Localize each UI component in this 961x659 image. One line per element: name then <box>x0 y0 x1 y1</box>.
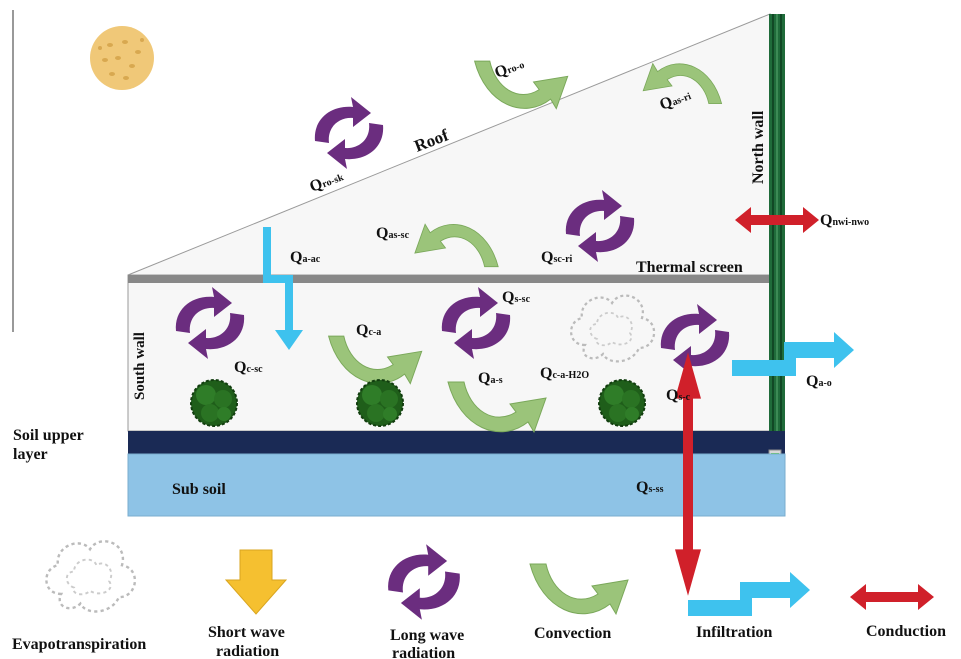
legend: Evapotranspiration Short wave radiation … <box>12 540 946 659</box>
sub-soil <box>127 453 786 517</box>
legend-infiltration-label: Infiltration <box>696 624 773 641</box>
legend-short-wave-label-2: radiation <box>216 643 279 659</box>
legend-evapotranspiration-label: Evapotranspiration <box>12 636 146 653</box>
flux-as-sc: Qas-sc <box>376 225 410 242</box>
soil-upper-layer <box>128 431 785 454</box>
flux-nwi-nwo: Qnwi-nwo <box>820 212 869 229</box>
plant-icon <box>190 379 238 427</box>
thermal-screen <box>128 275 770 283</box>
long-wave-roof-sky-icon <box>314 97 384 169</box>
flux-s-ss: Qs-ss <box>636 479 664 496</box>
legend-evapotranspiration-icon <box>45 540 137 613</box>
plant-icon <box>356 379 404 427</box>
flux-c-sc: Qc-sc <box>234 359 263 376</box>
plant-icon <box>598 379 646 427</box>
sub-soil-label: Sub soil <box>172 481 226 498</box>
north-wall-label: North wall <box>750 110 767 184</box>
flux-s-sc: Qs-sc <box>502 289 531 306</box>
flux-a-o: Qa-o <box>806 373 832 390</box>
legend-convection-icon <box>529 563 629 615</box>
flux-c-a: Qc-a <box>356 322 381 339</box>
flux-s-c: Qs-c <box>666 387 691 404</box>
soil-upper-label-1: Soil upper <box>13 427 84 444</box>
legend-long-wave-label-2: radiation <box>392 645 455 659</box>
legend-long-wave-icon <box>388 544 460 620</box>
legend-conduction-icon <box>850 584 934 610</box>
legend-long-wave-label-1: Long wave <box>390 627 464 644</box>
legend-infiltration-icon <box>688 572 810 616</box>
thermal-screen-label: Thermal screen <box>636 259 743 276</box>
legend-conduction-label: Conduction <box>866 623 946 640</box>
legend-convection-label: Convection <box>534 625 611 642</box>
legend-short-wave-icon <box>224 549 288 615</box>
sun-icon <box>90 26 154 90</box>
flux-ro-o: Qro-o <box>492 55 526 82</box>
infiltration-a-ac-icon <box>263 227 303 350</box>
south-wall-label: South wall <box>132 332 148 400</box>
flux-sc-ri: Qsc-ri <box>541 249 573 266</box>
soil-upper-label-2: layer <box>13 446 48 463</box>
flux-a-ac: Qa-ac <box>290 249 321 266</box>
legend-short-wave-label-1: Short wave <box>208 624 285 641</box>
flux-c-a-h2o: Qc-a-H2O <box>540 365 589 382</box>
flux-a-s: Qa-s <box>478 370 503 387</box>
